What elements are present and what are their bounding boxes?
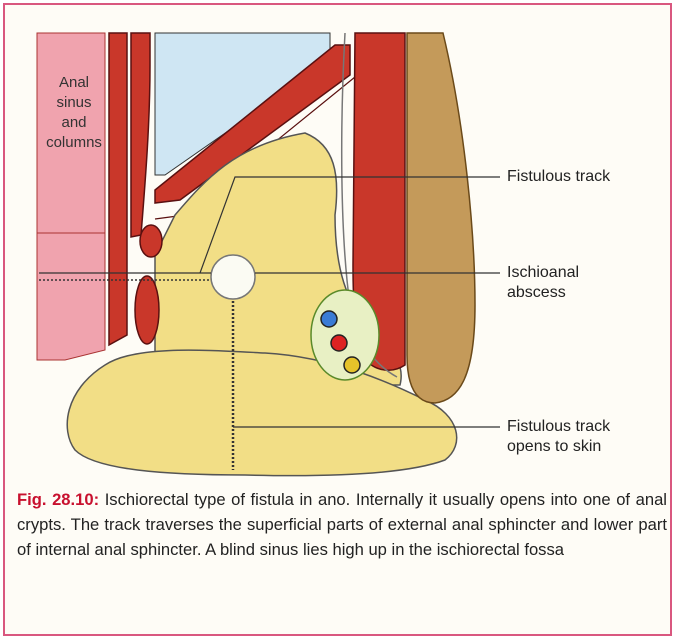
track-opens-label: Fistulous track opens to skin: [507, 417, 610, 457]
figure-caption: Fig. 28.10: Ischiorectal type of fistula…: [17, 487, 667, 562]
caption-text: Ischiorectal type of fistula in ano. Int…: [17, 490, 667, 559]
anal-wall-pink: [37, 233, 105, 360]
anal-sinus-label: Anal sinus and columns: [41, 73, 107, 153]
external-sphincter-superficial: [140, 225, 162, 257]
figure-number: Fig. 28.10:: [17, 490, 99, 509]
abscess-label: Ischioanal abscess: [507, 263, 579, 303]
fistulous-track-label: Fistulous track: [507, 167, 610, 187]
ischial-tuberosity: [407, 33, 475, 403]
pudendal-nerve: [344, 357, 360, 373]
external-sphincter-subcutaneous: [135, 276, 159, 344]
external-sphincter-deep: [131, 33, 150, 237]
pudendal-artery: [331, 335, 347, 351]
figure-frame: Anal sinus and columns Fistulous track I…: [3, 3, 672, 636]
pudendal-vein: [321, 311, 337, 327]
abscess-cavity: [211, 255, 255, 299]
internal-anal-sphincter: [109, 33, 127, 345]
